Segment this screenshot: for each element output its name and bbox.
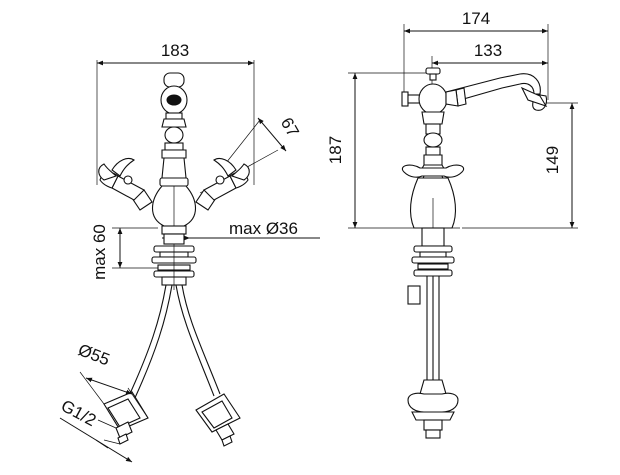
- front-body: [151, 185, 197, 235]
- front-mounting: [151, 233, 197, 290]
- front-left-handle: [98, 157, 153, 211]
- dimension-label-max-36: max Ø36: [229, 219, 298, 238]
- front-left-fitting: [103, 391, 149, 445]
- dimension-149: 149: [462, 102, 578, 229]
- dimension-183: 183: [96, 41, 255, 185]
- dimension-max-36: max Ø36: [162, 219, 320, 241]
- dimension-max-60: max 60: [90, 224, 158, 280]
- dimension-label-187: 187: [326, 136, 345, 164]
- front-right-fitting: [195, 393, 241, 447]
- front-spout-head: [159, 72, 189, 187]
- side-spout: [445, 73, 548, 111]
- dimension-label-67: 67: [277, 114, 303, 140]
- dimension-label-149: 149: [543, 146, 562, 174]
- dimension-174: 174: [403, 9, 549, 100]
- front-hoses: [127, 284, 221, 401]
- dimension-label-diameter-55: Ø55: [76, 340, 113, 369]
- dimension-label-133: 133: [474, 41, 502, 60]
- dimension-label-max-60: max 60: [90, 224, 109, 280]
- side-column: [401, 67, 448, 166]
- dimension-label-183: 183: [161, 41, 189, 60]
- side-fitting: [407, 379, 459, 439]
- dimension-label-174: 174: [462, 9, 490, 28]
- dimension-67: 67: [199, 114, 303, 194]
- front-right-handle: [195, 157, 250, 211]
- side-mounting: [407, 227, 455, 380]
- front-view: 183 67 max Ø36 max 60: [58, 41, 320, 463]
- dimension-label-thread-g12: G1/2: [58, 396, 99, 430]
- side-body: [409, 177, 457, 229]
- side-view: 174 133 187 149: [326, 9, 578, 439]
